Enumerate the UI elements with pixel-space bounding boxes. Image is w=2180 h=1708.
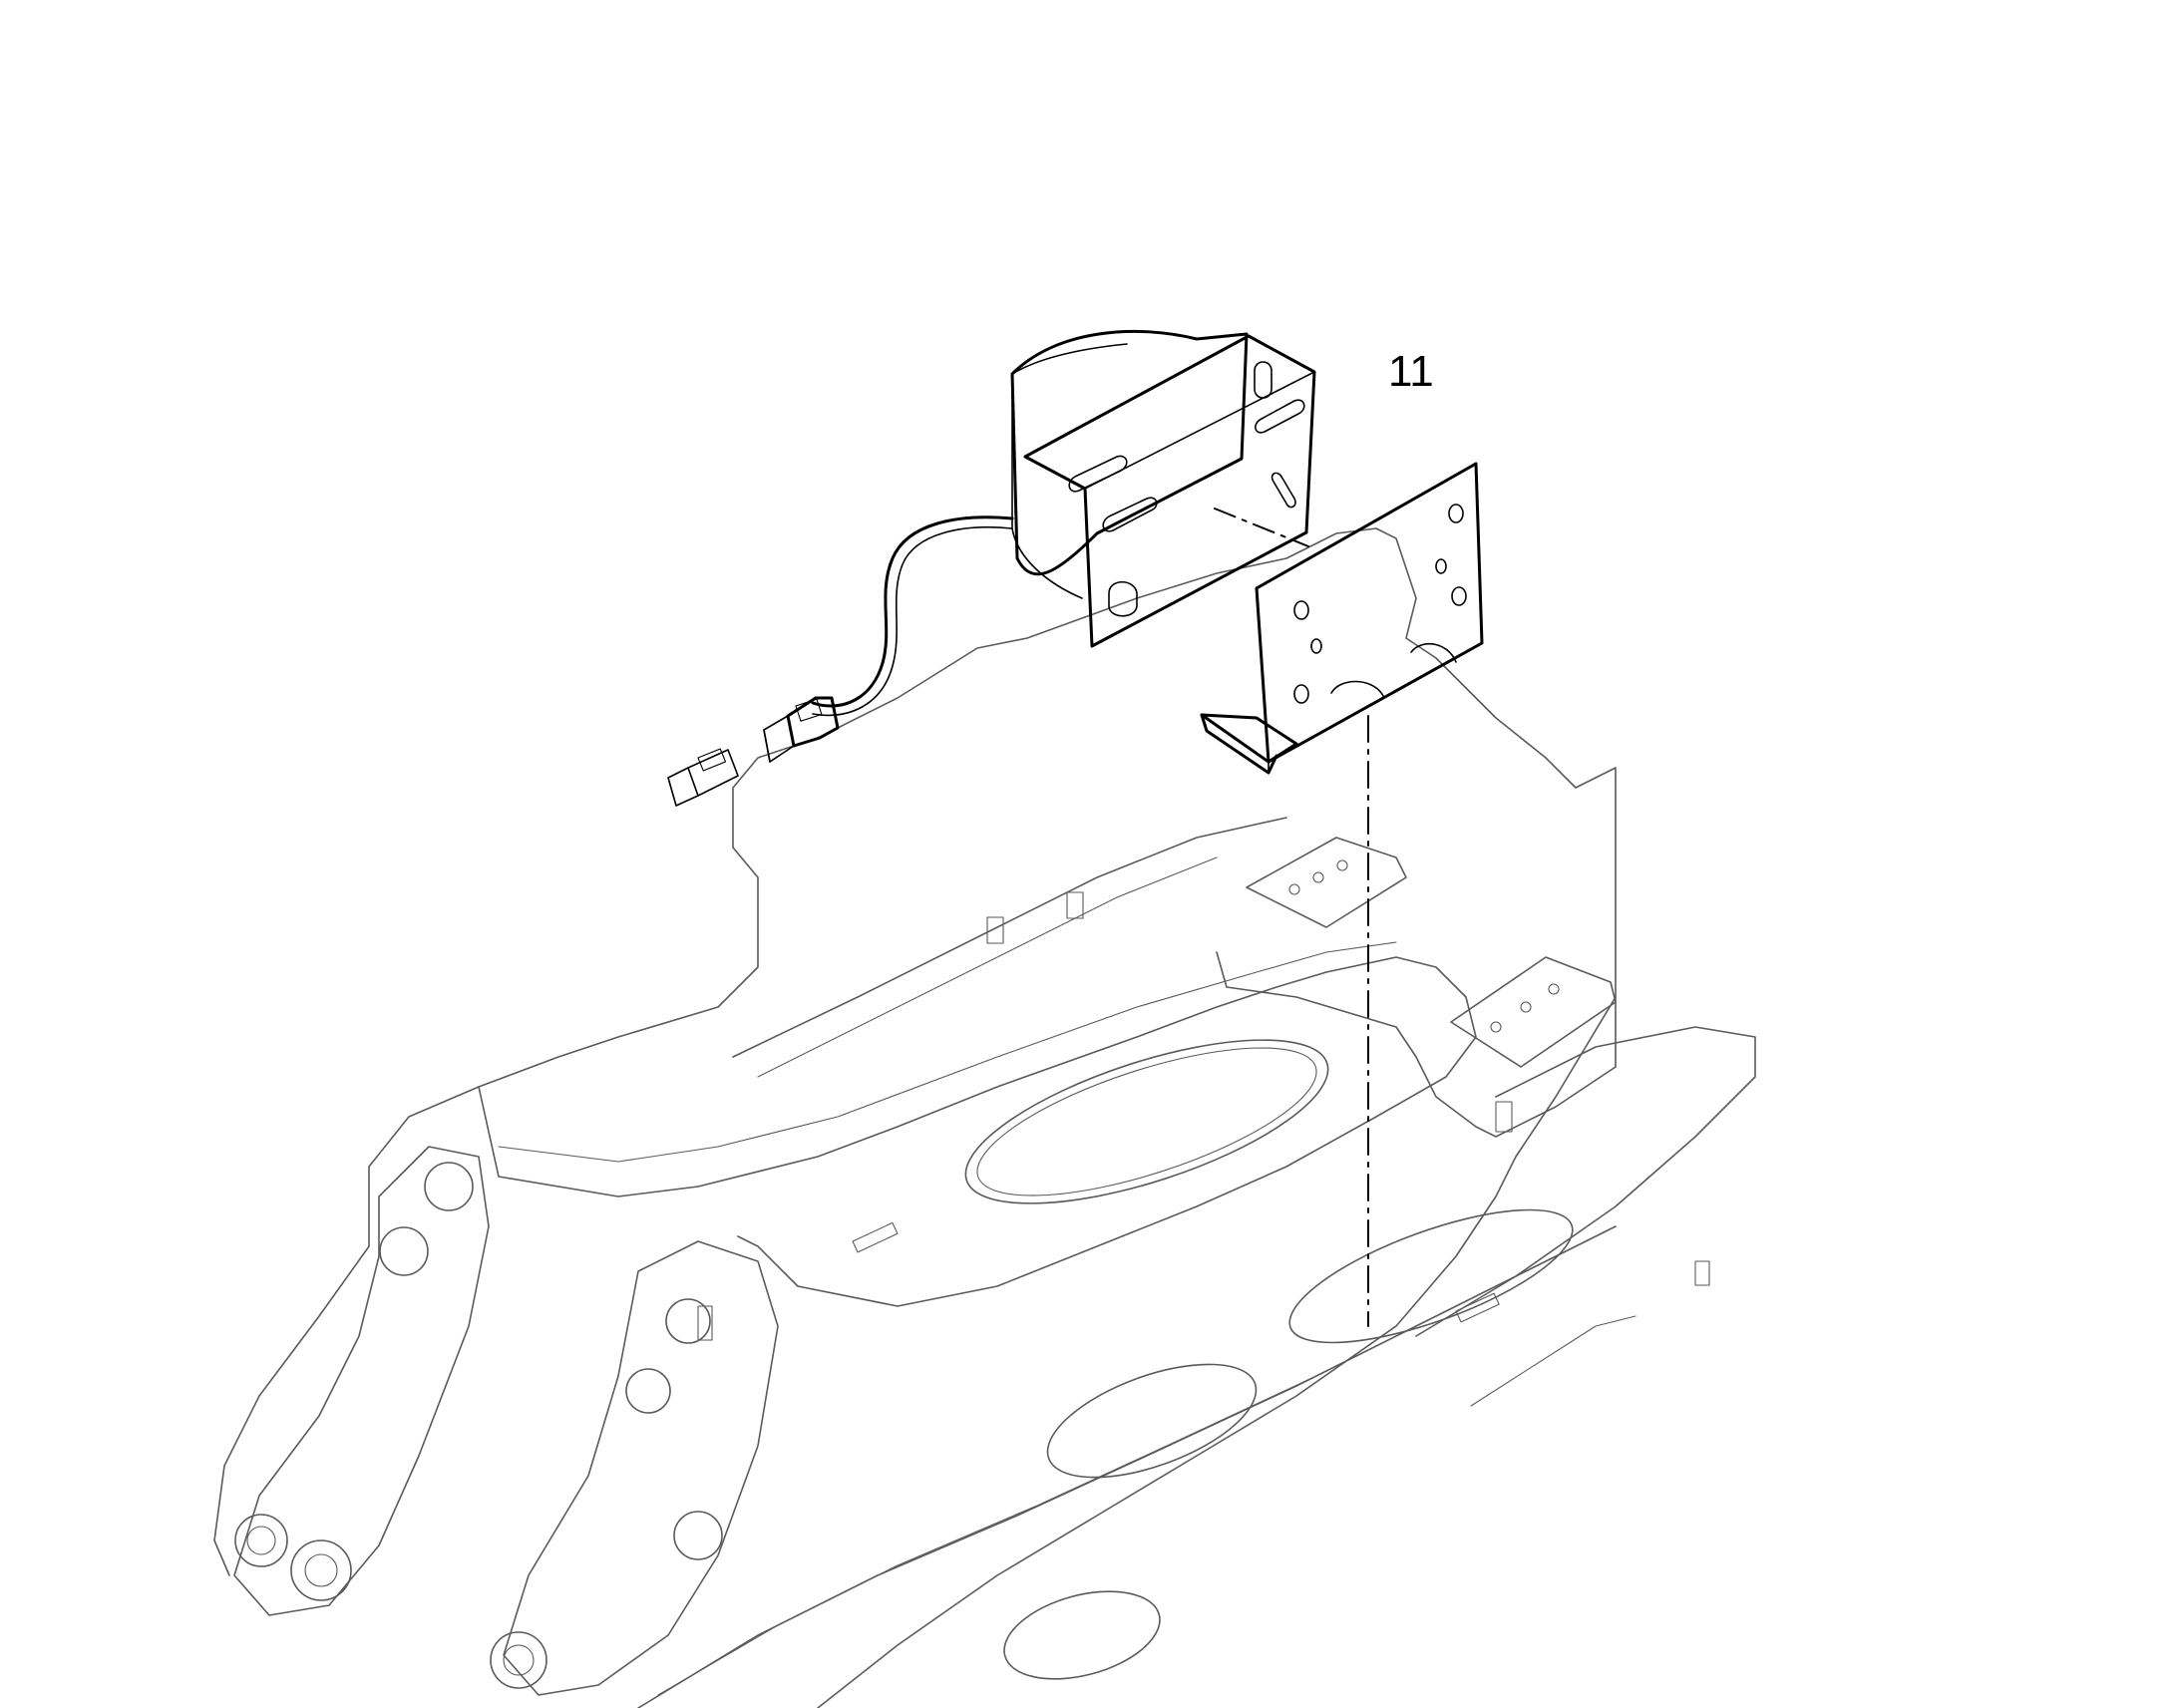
bracket-hole — [1293, 600, 1309, 620]
frame-oval-opening-top — [964, 1039, 1329, 1204]
alarm-slot-bottom — [1108, 580, 1138, 617]
frame-oval-opening-lower — [1046, 1363, 1258, 1479]
alarm-slot-upper-left — [1068, 455, 1128, 493]
alarm-mating-plug — [687, 749, 739, 797]
frame-upper-rail — [478, 956, 1477, 1307]
part-callout-label: 11 — [1388, 347, 1434, 396]
frame-pivot-boss-center — [290, 1539, 352, 1601]
alarm-slot-top — [1254, 361, 1272, 399]
frame-pivot-boss-right — [490, 1631, 547, 1689]
frame-oval-opening-center — [1288, 1208, 1574, 1344]
frame-boom-plate-right — [503, 1240, 779, 1696]
bracket-base-flange — [1200, 713, 1298, 764]
frame-pad-right — [1450, 956, 1617, 1068]
frame-right-rail — [1415, 1026, 1756, 1337]
frame-pivot-boss-left — [234, 1514, 288, 1567]
chassis-frame — [213, 527, 1756, 1708]
frame-upper-rail-inner — [498, 941, 1397, 1163]
bracket-vertical-plate — [1255, 462, 1484, 764]
alarm-slot-lower-right — [1271, 472, 1296, 509]
alarm-unit — [667, 329, 1316, 807]
frame-boom-plate-left — [233, 1146, 490, 1616]
frame-lower-rail — [637, 1225, 1617, 1708]
mounting-guide-line-diagonal — [1214, 508, 1309, 547]
frame-outer-outline — [213, 527, 1617, 1708]
mounting-bracket — [1200, 462, 1484, 775]
alarm-body — [1010, 329, 1249, 576]
frame-upper-left-rail — [732, 817, 1287, 1058]
alarm-slot-lower-left — [1102, 497, 1158, 532]
frame-pad-top — [1246, 837, 1407, 928]
alarm-cable — [811, 515, 1014, 708]
alarm-slot-upper-right — [1255, 399, 1305, 434]
frame-oval-opening-bottom — [1003, 1590, 1161, 1680]
frame-cross-beam — [1216, 951, 1617, 1138]
